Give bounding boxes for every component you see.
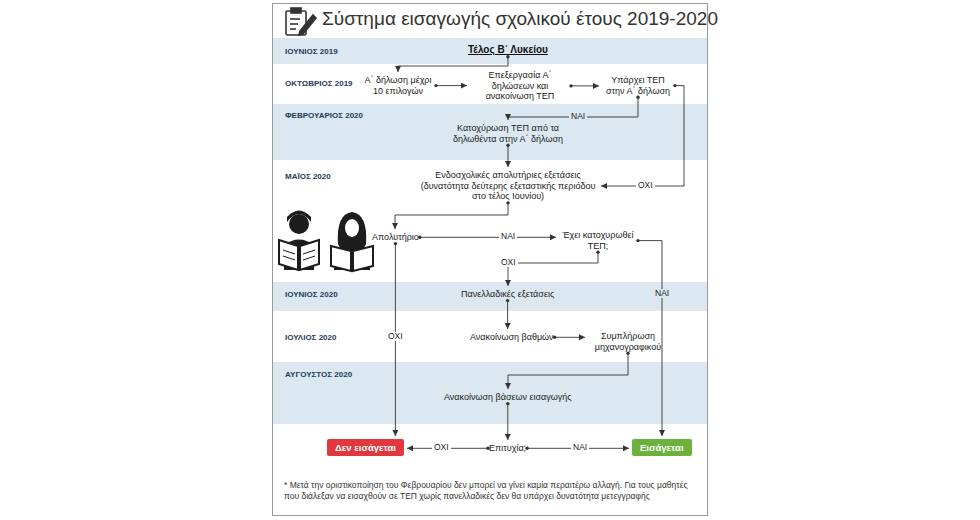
- edge-label: ΟΧΙ: [432, 443, 451, 452]
- diagram-title: Σύστημα εισαγωγής σχολικού έτους 2019-20…: [322, 8, 718, 30]
- connector-start-dot: [394, 242, 397, 245]
- connector-start-dot: [673, 84, 676, 87]
- flow-connector: [420, 237, 556, 238]
- flow-connector: [398, 57, 508, 72]
- node-text: Κατοχύρωση ΤΕΠ από τα δηλωθέντα στην Α΄ …: [443, 123, 573, 144]
- flow-connector: [508, 353, 628, 389]
- month-label: ΙΟΥΝΙΟΣ 2019: [285, 47, 338, 56]
- node-text: Δεν εισάγεται: [335, 442, 396, 453]
- node-text: Ανακοίνωση βάσεων εισαγωγής: [444, 392, 572, 403]
- connector-start-dot: [569, 84, 572, 87]
- month-band: [273, 282, 707, 311]
- node-text: Υπάρχει ΤΕΠ στην Α΄ δήλωση: [602, 75, 674, 96]
- month-label: ΜΑΪΟΣ 2020: [285, 172, 331, 181]
- step-text: Πανελλαδικές εξετάσεις: [461, 289, 554, 300]
- month-label: ΙΟΥΝΙΟΣ 2020: [285, 290, 338, 299]
- title-icon: [286, 8, 316, 35]
- step-text: Απολυτήριο: [372, 232, 419, 243]
- node-text: Εισάγεται: [640, 442, 684, 453]
- node-text: Τέλος Β΄ Λυκείου: [468, 44, 548, 56]
- flow-connector: [507, 404, 508, 440]
- month-band: [273, 38, 707, 64]
- connector-start-dot: [506, 299, 509, 302]
- node-text: Συμπλήρωση μηχανογραφικού: [588, 331, 668, 352]
- result-box: Δεν εισάγεται: [327, 439, 404, 456]
- month-label: ΑΥΓΟΥΣΤΟΣ 2020: [285, 370, 352, 379]
- edge-label: ΝΑΙ: [571, 443, 589, 452]
- footnote-caption: * Μετά την οριστικοποίηση του Φεβρουαρίο…: [284, 480, 700, 501]
- edge-label: ΟΧΙ: [386, 332, 405, 341]
- connector-start-dot: [506, 201, 509, 204]
- edge-label: ΟΧΙ: [636, 181, 655, 190]
- step-text: Κατοχύρωση ΤΕΠ από τα δηλωθέντα στην Α΄ …: [443, 123, 573, 144]
- connector-start-dot: [636, 96, 639, 99]
- connector-start-dot: [596, 251, 599, 254]
- flow-connector: [508, 145, 509, 167]
- connector-start-dot: [506, 55, 509, 58]
- node-text: Έχει κατοχυρωθεί ΤΕΠ;: [559, 230, 637, 251]
- node-text: Α΄ δήλωση μέχρι 10 επιλογών: [361, 75, 435, 96]
- month-band: [273, 104, 707, 160]
- flow-connector: [555, 337, 585, 338]
- flow-connector: [508, 252, 598, 286]
- step-text: Επεξεργασία Α΄ δηλώσεων και ανακοίνωση Τ…: [470, 70, 570, 102]
- start-step: Τέλος Β΄ Λυκείου: [468, 44, 548, 56]
- step-text: Ενδοσχολικές απολυτήριες εξετάσεις (δυνα…: [418, 170, 598, 202]
- connector-start-dot: [626, 352, 629, 355]
- flow-connector: [507, 301, 508, 329]
- month-label: ΟΚΤΩΒΡΙΟΣ 2019: [285, 79, 353, 88]
- node-text: Επεξεργασία Α΄ δηλώσεων και ανακοίνωση Τ…: [470, 70, 570, 102]
- flow-connector: [395, 203, 508, 229]
- students-illustration: [279, 211, 373, 272]
- connector-start-dot: [434, 84, 437, 87]
- edge-label: ΝΑΙ: [499, 232, 517, 241]
- flow-connector: [436, 85, 467, 86]
- flow-connector: [601, 86, 684, 186]
- edge-label: ΝΑΙ: [569, 112, 587, 121]
- connector-start-dot: [636, 239, 639, 242]
- result-box: Εισάγεται: [632, 439, 692, 456]
- node-text: Απολυτήριο: [372, 232, 419, 243]
- edge-label: ΟΧΙ: [499, 258, 518, 267]
- step-text: Α΄ δήλωση μέχρι 10 επιλογών: [361, 75, 435, 96]
- step-text: Έχει κατοχυρωθεί ΤΕΠ;: [559, 230, 637, 251]
- edge-label: ΝΑΙ: [653, 289, 671, 298]
- node-text: Ανακοίνωση βαθμών: [470, 332, 554, 343]
- flow-connector: [571, 85, 599, 86]
- connector-start-dot: [506, 402, 509, 405]
- node-text: Ενδοσχολικές απολυτήριες εξετάσεις (δυνα…: [418, 170, 598, 202]
- step-text: Επιτυχία;: [489, 443, 526, 454]
- connector-start-dot: [506, 144, 509, 147]
- step-text: Υπάρχει ΤΕΠ στην Α΄ δήλωση: [602, 75, 674, 96]
- month-band: [273, 362, 707, 424]
- month-label: ΙΟΥΛΙΟΣ 2020: [285, 333, 336, 342]
- node-text: Επιτυχία;: [489, 443, 526, 454]
- card-frame: [273, 4, 708, 516]
- node-text: Πανελλαδικές εξετάσεις: [461, 289, 554, 300]
- step-text: Ανακοίνωση βαθμών: [470, 332, 554, 343]
- month-label: ΦΕΒΡΟΥΑΡΙΟΣ 2020: [285, 111, 363, 120]
- step-text: Συμπλήρωση μηχανογραφικού: [588, 331, 668, 352]
- step-text: Ανακοίνωση βάσεων εισαγωγής: [444, 392, 572, 403]
